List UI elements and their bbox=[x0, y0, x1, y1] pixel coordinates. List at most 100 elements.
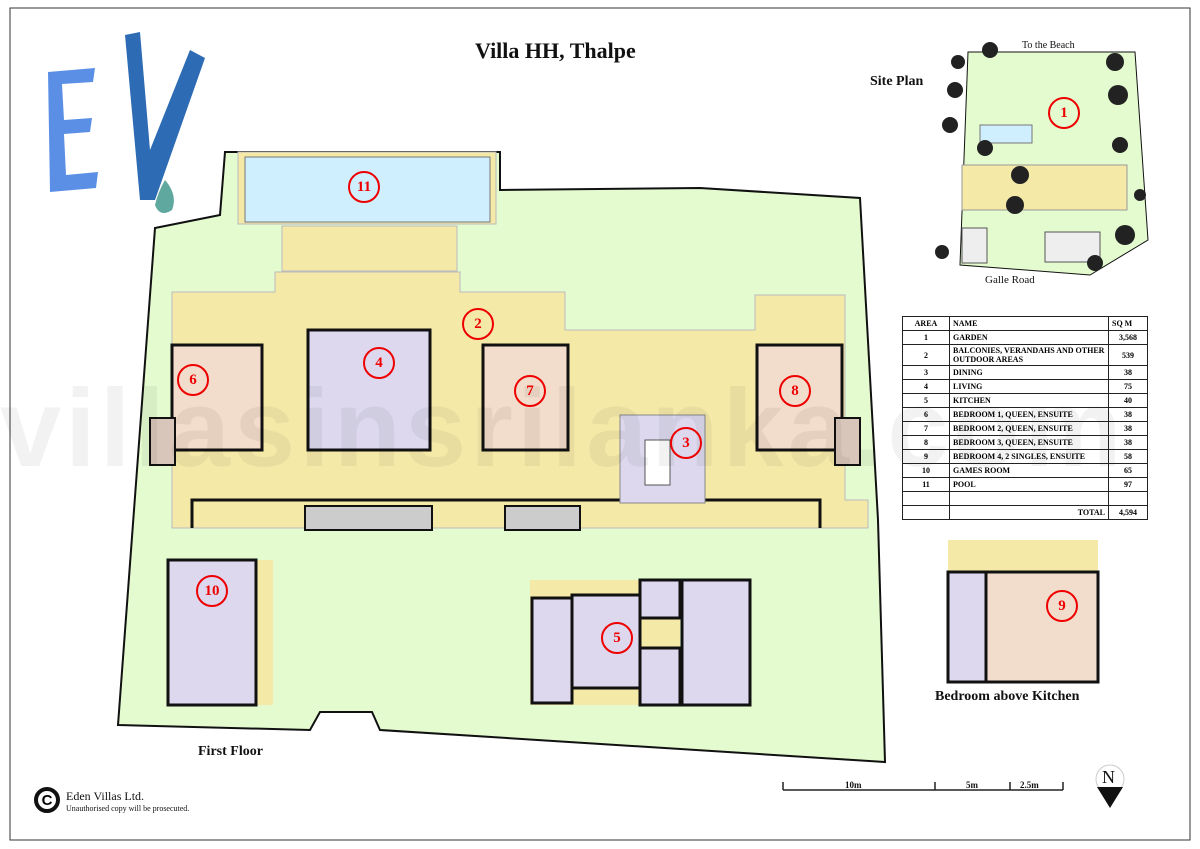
marker-4: 4 bbox=[363, 347, 395, 379]
area-number: 2 bbox=[902, 344, 950, 366]
copyright-icon: C bbox=[34, 787, 60, 813]
area-name: POOL bbox=[949, 477, 1109, 492]
area-name: BEDROOM 2, QUEEN, ENSUITE bbox=[949, 421, 1109, 436]
bedroom-above-label: Bedroom above Kitchen bbox=[935, 689, 1080, 704]
bedroom-1-bath bbox=[149, 417, 176, 466]
scale-2-5m: 2.5m bbox=[1020, 780, 1039, 790]
steps bbox=[304, 505, 433, 531]
garage bbox=[680, 578, 752, 707]
marker-11: 11 bbox=[348, 171, 380, 203]
area-sqm: 97 bbox=[1108, 477, 1148, 492]
area-number: 7 bbox=[902, 421, 950, 436]
header-sqm: SQ M bbox=[1108, 316, 1148, 331]
area-number: 1 bbox=[902, 330, 950, 345]
area-number: 11 bbox=[902, 477, 950, 492]
area-name: KITCHEN bbox=[949, 393, 1109, 408]
company-name: Eden Villas Ltd. bbox=[66, 789, 145, 803]
scale-5m: 5m bbox=[966, 780, 978, 790]
area-name: BEDROOM 3, QUEEN, ENSUITE bbox=[949, 435, 1109, 450]
table-header: AREA NAME SQ M bbox=[902, 316, 1148, 331]
terrace-wall bbox=[190, 498, 822, 528]
marker-1: 1 bbox=[1048, 97, 1080, 129]
total-label: TOTAL bbox=[949, 505, 1109, 520]
marker-5: 5 bbox=[601, 622, 633, 654]
site-plan-label: Site Plan bbox=[870, 74, 924, 89]
marker-2: 2 bbox=[462, 308, 494, 340]
area-name: BEDROOM 4, 2 SINGLES, ENSUITE bbox=[949, 449, 1109, 464]
area-sqm: 38 bbox=[1108, 365, 1148, 380]
logo bbox=[48, 32, 205, 214]
marker-8: 8 bbox=[779, 375, 811, 407]
marker-9: 9 bbox=[1046, 590, 1078, 622]
area-number: 10 bbox=[902, 463, 950, 478]
header-name: NAME bbox=[949, 316, 1109, 331]
marker-10: 10 bbox=[196, 575, 228, 607]
area-sqm: 58 bbox=[1108, 449, 1148, 464]
steps bbox=[504, 505, 581, 531]
area-sqm: 38 bbox=[1108, 407, 1148, 422]
area-sqm: 38 bbox=[1108, 421, 1148, 436]
marker-7: 7 bbox=[514, 375, 546, 407]
scale-10m: 10m bbox=[845, 780, 862, 790]
total-value: 4,594 bbox=[1108, 505, 1148, 520]
area-number: 8 bbox=[902, 435, 950, 450]
games-terrace bbox=[255, 560, 273, 705]
area-sqm: 539 bbox=[1108, 344, 1148, 366]
marker-6: 6 bbox=[177, 364, 209, 396]
area-number: 5 bbox=[902, 393, 950, 408]
store bbox=[638, 578, 682, 620]
table-row-empty bbox=[902, 491, 1148, 506]
area-sqm: 3,568 bbox=[1108, 330, 1148, 345]
area-sqm: 38 bbox=[1108, 435, 1148, 450]
area-number: 9 bbox=[902, 449, 950, 464]
area-name: GARDEN bbox=[949, 330, 1109, 345]
road-label: Galle Road bbox=[985, 274, 1035, 286]
dining-table bbox=[644, 439, 671, 486]
sun-deck bbox=[281, 225, 458, 272]
marker-3: 3 bbox=[670, 427, 702, 459]
north-arrow-pointer bbox=[1097, 787, 1123, 808]
site-plan-villa bbox=[961, 164, 1128, 211]
beach-label: To the Beach bbox=[1022, 40, 1075, 51]
area-sqm: 65 bbox=[1108, 463, 1148, 478]
bedroom-1 bbox=[170, 343, 264, 452]
bedroom-4 bbox=[984, 570, 1100, 684]
bedroom-3-bath bbox=[834, 417, 861, 466]
site-plan-games bbox=[961, 227, 988, 264]
scale-bar bbox=[782, 782, 1064, 791]
bedroom4-balcony bbox=[948, 540, 1098, 572]
area-name: BEDROOM 1, QUEEN, ENSUITE bbox=[949, 407, 1109, 422]
area-number: 3 bbox=[902, 365, 950, 380]
stair-room bbox=[530, 596, 574, 705]
area-sqm: 40 bbox=[1108, 393, 1148, 408]
header-area: AREA bbox=[902, 316, 950, 331]
area-name: GAMES ROOM bbox=[949, 463, 1109, 478]
area-name: BALCONIES, VERANDAHS AND OTHER OUTDOOR A… bbox=[949, 344, 1109, 366]
area-number: 6 bbox=[902, 407, 950, 422]
first-floor-label: First Floor bbox=[198, 744, 263, 759]
copyright-notice: Unauthorised copy will be prosecuted. bbox=[66, 804, 190, 813]
site-plan-pool bbox=[979, 124, 1033, 144]
table-total-row: TOTAL 4,594 bbox=[902, 505, 1148, 520]
area-name: DINING bbox=[949, 365, 1109, 380]
store bbox=[638, 646, 682, 707]
site-plan-garden bbox=[959, 51, 1149, 276]
area-sqm: 75 bbox=[1108, 379, 1148, 394]
area-name: LIVING bbox=[949, 379, 1109, 394]
north-label: N bbox=[1102, 767, 1115, 787]
palm-trees bbox=[935, 42, 1146, 271]
frame bbox=[9, 7, 1191, 841]
bedroom4-stairs bbox=[946, 570, 988, 684]
